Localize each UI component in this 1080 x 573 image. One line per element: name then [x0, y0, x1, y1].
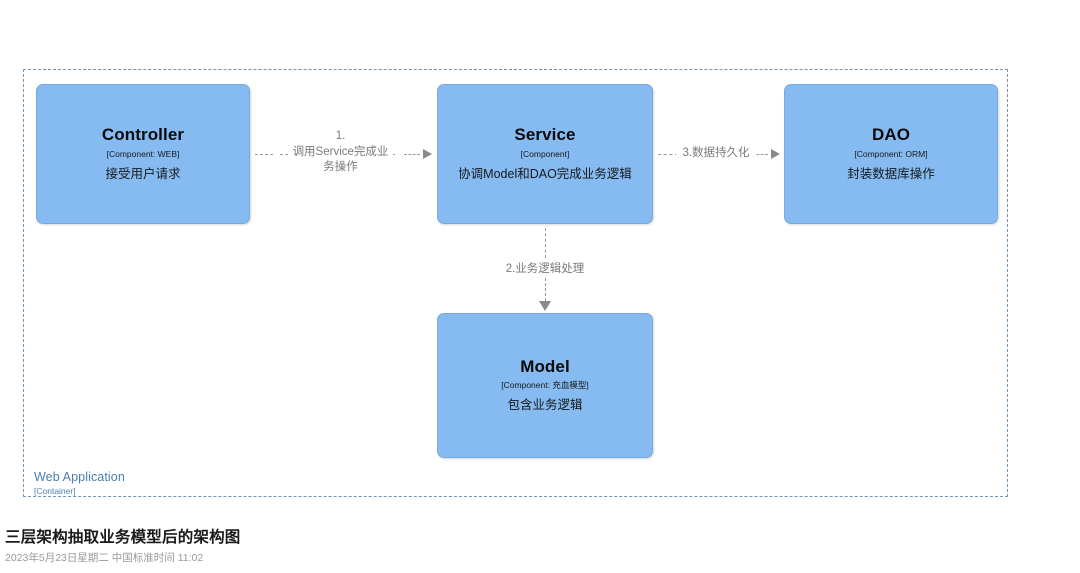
component-node-controller[interactable]: Controller [Component: WEB] 接受用户请求 — [36, 84, 250, 224]
relationship-label: 3.数据持久化 — [676, 146, 756, 162]
container-name: Web Application — [34, 470, 125, 484]
component-technology: [Component] — [520, 148, 570, 159]
diagram-caption: 三层架构抽取业务模型后的架构图 2023年5月23日星期二 中国标准时间 11:… — [5, 528, 605, 566]
diagram-title: 三层架构抽取业务模型后的架构图 — [5, 529, 241, 546]
arrow-head-right-icon — [771, 149, 780, 159]
arrow-head-right-icon — [423, 149, 432, 159]
arrow-head-down-icon — [539, 301, 551, 311]
container-boundary-label: Web Application [Container] — [34, 470, 125, 496]
component-description: 协调Model和DAO完成业务逻辑 — [458, 166, 632, 181]
relationship-label: 2.业务逻辑处理 — [489, 262, 601, 278]
diagram-timestamp: 2023年5月23日星期二 中国标准时间 11:02 — [5, 551, 204, 564]
component-node-service[interactable]: Service [Component] 协调Model和DAO完成业务逻辑 — [437, 84, 653, 224]
component-technology: [Component: ORM] — [854, 148, 928, 159]
component-description: 包含业务逻辑 — [507, 398, 583, 413]
relationship-label: 1. 调用Service完成业务操作 — [288, 129, 393, 176]
component-technology: [Component: WEB] — [106, 148, 180, 159]
component-title: Controller — [101, 125, 185, 145]
relationship-line-segment — [280, 154, 294, 155]
relationship-line-segment — [545, 278, 546, 306]
component-node-dao[interactable]: DAO [Component: ORM] 封装数据库操作 — [784, 84, 998, 224]
component-title: Service — [514, 125, 576, 145]
relationship-line-segment — [404, 154, 420, 155]
component-title: Model — [520, 356, 570, 376]
container-boundary-web-application — [23, 69, 1008, 497]
component-title: DAO — [871, 125, 911, 145]
component-node-model[interactable]: Model [Component: 充血模型] 包含业务逻辑 — [437, 313, 653, 458]
component-description: 接受用户请求 — [105, 166, 181, 181]
relationship-line-segment — [752, 154, 768, 155]
component-description: 封装数据库操作 — [847, 166, 935, 181]
relationship-line-segment — [255, 154, 273, 155]
container-type: [Container] — [34, 485, 76, 496]
component-technology: [Component: 充血模型] — [501, 380, 589, 391]
relationship-line-segment — [658, 154, 678, 155]
relationship-line-segment — [545, 228, 546, 258]
